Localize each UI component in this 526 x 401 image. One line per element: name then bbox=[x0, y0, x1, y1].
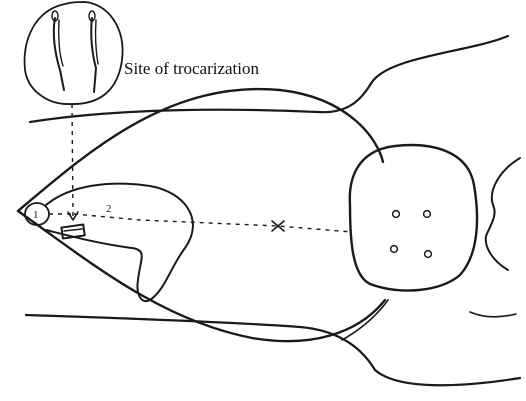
organ-outline bbox=[46, 184, 193, 301]
callout-label: Site of trocarization bbox=[124, 59, 260, 78]
dashed-axis-line bbox=[49, 214, 352, 232]
hole bbox=[391, 246, 398, 253]
point-number-2: 2 bbox=[106, 203, 112, 215]
hole bbox=[425, 251, 432, 258]
trocar-instruments bbox=[52, 11, 98, 92]
marker-hatch bbox=[64, 229, 82, 231]
hind-limb-edge bbox=[470, 312, 516, 317]
hind-limb-outline bbox=[486, 158, 520, 270]
upper-body-contour bbox=[30, 36, 508, 122]
hip-oval bbox=[350, 145, 477, 290]
callout-pointer-line bbox=[72, 104, 73, 218]
hole bbox=[424, 211, 431, 218]
callout-bubble bbox=[25, 2, 123, 104]
oval-holes bbox=[391, 211, 432, 258]
point-number-1: 1 bbox=[33, 209, 39, 221]
lower-body-contour bbox=[26, 315, 520, 385]
hole bbox=[393, 211, 400, 218]
